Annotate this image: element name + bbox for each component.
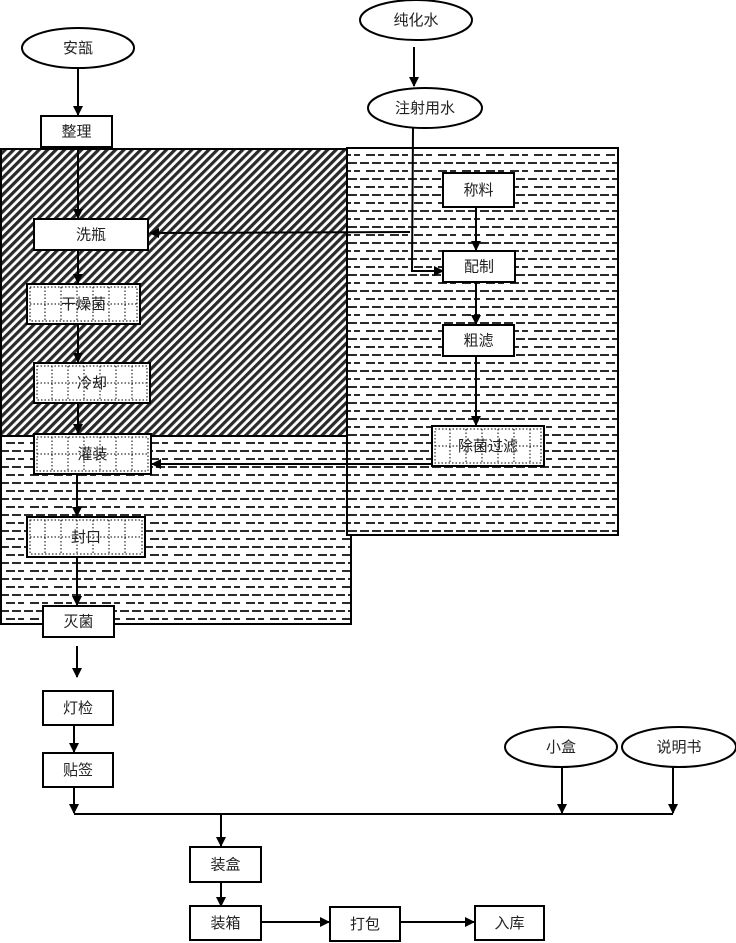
- dotted-grid: [29, 519, 143, 555]
- node-shape-ellipse: [504, 726, 618, 768]
- node-dengjian: 灯检: [42, 690, 114, 726]
- node-shape-rect: [33, 218, 149, 251]
- node-miejun: 灭菌: [42, 605, 115, 638]
- node-label: 除菌过滤: [458, 437, 518, 455]
- node-tieqian: 贴签: [42, 752, 114, 788]
- node-zhuangxiang: 装箱: [189, 905, 262, 941]
- node-label: 冷却: [77, 374, 107, 392]
- node-shape-ellipse: [367, 87, 483, 129]
- node-peizhi: 配制: [442, 250, 516, 283]
- node-label: 灌装: [77, 445, 107, 463]
- node-label: 封口: [71, 528, 101, 546]
- node-label: 注射用水: [395, 99, 455, 117]
- node-ganzao: 干燥菌: [26, 283, 141, 325]
- node-chunhuashui: 纯化水: [359, 0, 473, 41]
- node-label: 纯化水: [393, 11, 438, 29]
- node-shape-rect: [189, 905, 262, 941]
- node-label: 粗滤: [463, 332, 493, 350]
- dotted-grid: [434, 428, 542, 464]
- node-anpi: 安瓿: [21, 27, 135, 69]
- node-fengkou: 封口: [26, 516, 146, 558]
- node-shape-rect: [42, 752, 114, 788]
- dotted-grid: [29, 286, 138, 322]
- node-label: 装盒: [210, 856, 240, 874]
- node-ruku: 入库: [474, 905, 545, 941]
- node-label: 贴签: [63, 761, 93, 779]
- node-lengque: 冷却: [33, 362, 151, 404]
- node-label: 安瓿: [63, 39, 93, 57]
- node-chengliao: 称料: [442, 172, 515, 208]
- node-label: 配制: [464, 258, 494, 276]
- node-guanzhuang: 灌装: [33, 433, 152, 475]
- node-xiaohe: 小盒: [504, 726, 618, 768]
- node-label: 说明书: [656, 738, 701, 756]
- node-label: 入库: [494, 914, 524, 932]
- node-label: 小盒: [546, 738, 576, 756]
- node-label: 灭菌: [63, 613, 93, 631]
- node-label: 称料: [463, 181, 493, 199]
- node-chujunguolv: 除菌过滤: [431, 425, 545, 467]
- node-shape-rect: [474, 905, 545, 941]
- node-zhengli: 整理: [40, 115, 113, 148]
- node-label: 灯检: [63, 699, 93, 717]
- node-shape-rect: [442, 250, 516, 283]
- node-zhuanghe: 装盒: [189, 846, 262, 883]
- node-shape-ellipse: [621, 726, 736, 768]
- node-shape-ellipse: [359, 0, 473, 41]
- node-shuomingshu: 说明书: [621, 726, 736, 768]
- node-shape-rect: [442, 324, 515, 357]
- dotted-grid: [36, 365, 148, 401]
- node-label: 打包: [350, 915, 380, 933]
- node-shape-rect: [42, 605, 115, 638]
- edge-zhusheyongshui-xiping: [149, 227, 411, 238]
- node-shape-rect: [40, 115, 113, 148]
- node-shape-rect: [189, 846, 262, 883]
- edges: [69, 47, 678, 927]
- node-shape-rect: [329, 906, 401, 942]
- dotted-grid: [36, 436, 149, 472]
- node-label: 整理: [61, 123, 91, 141]
- node-culv: 粗滤: [442, 324, 515, 357]
- node-label: 装箱: [210, 914, 240, 932]
- node-xiping: 洗瓶: [33, 218, 149, 251]
- node-label: 干燥菌: [61, 295, 106, 313]
- node-label: 洗瓶: [76, 226, 106, 244]
- node-shape-rect: [442, 172, 515, 208]
- node-zhusheyongshui: 注射用水: [367, 87, 483, 129]
- node-dabao: 打包: [329, 906, 401, 942]
- node-shape-ellipse: [21, 27, 135, 69]
- node-shape-rect: [42, 690, 114, 726]
- node-shape-rect: [33, 362, 151, 404]
- edge-zhusheyongshui-peizhi: [410, 127, 444, 276]
